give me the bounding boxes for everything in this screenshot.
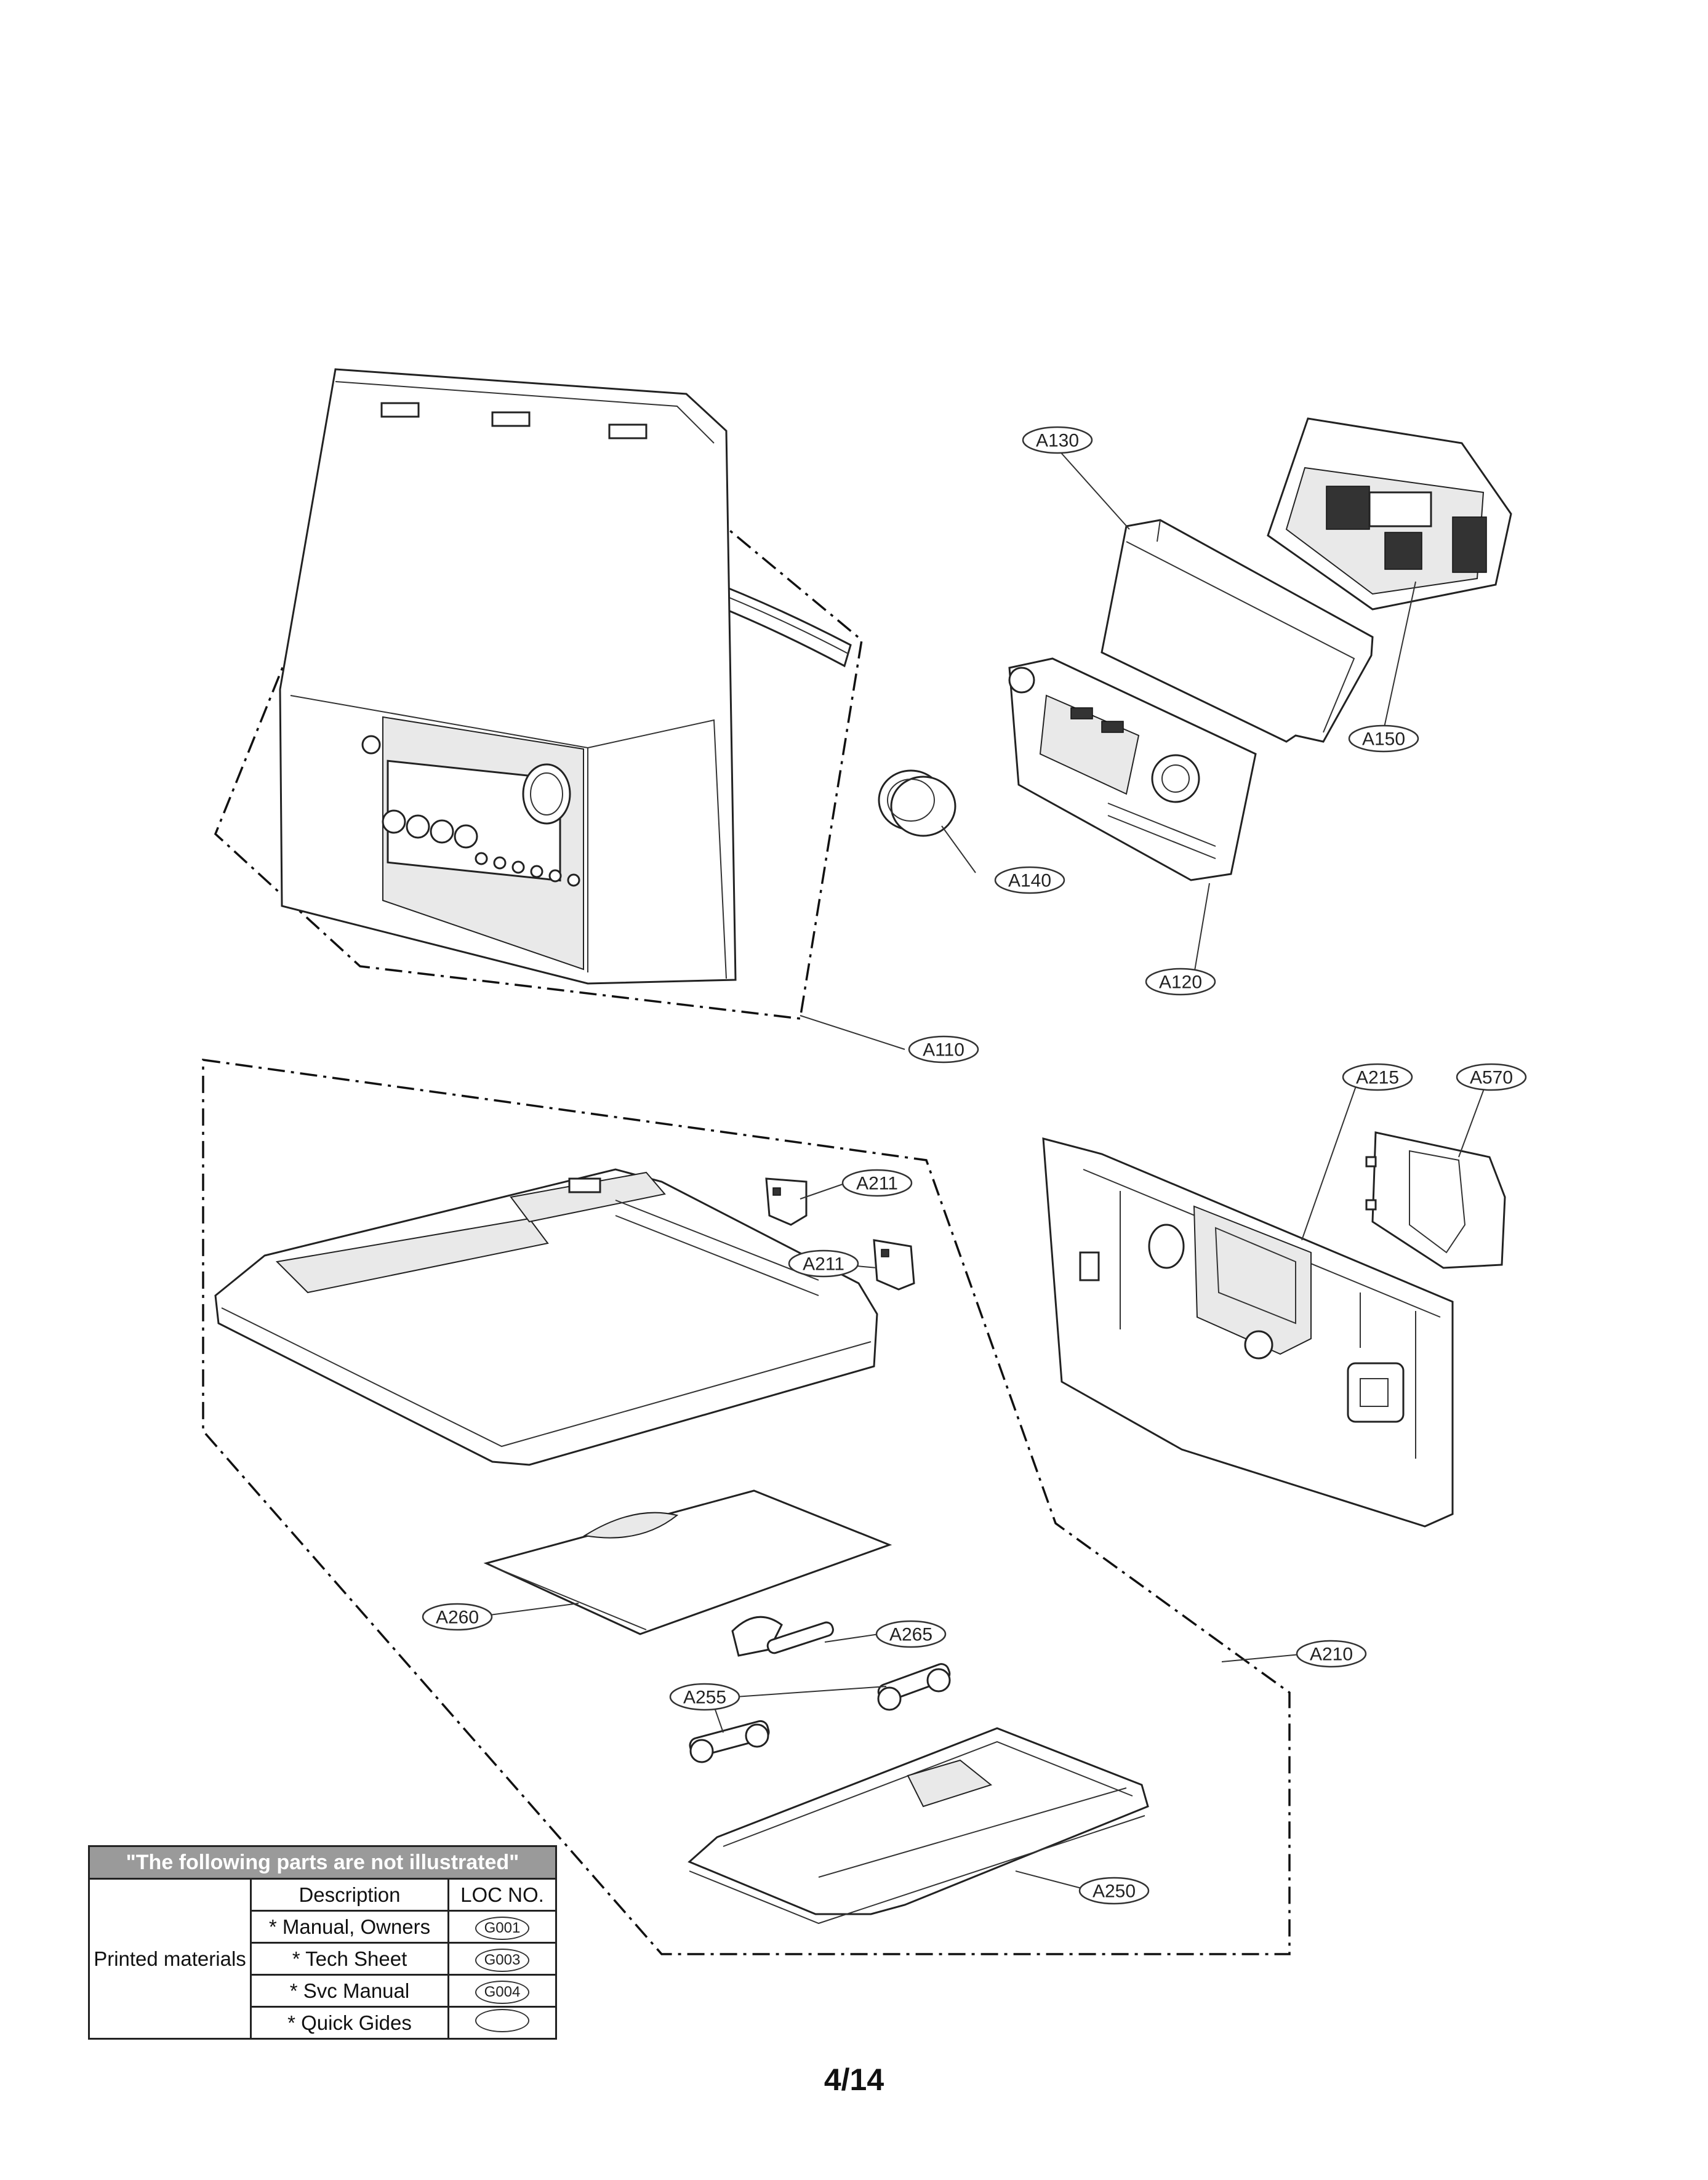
- callout-a215: A215: [1342, 1063, 1413, 1091]
- table-title: "The following parts are not illustrated…: [88, 1845, 557, 1880]
- svg-text:A215: A215: [1356, 1068, 1399, 1088]
- row-loc: G004: [475, 1980, 529, 2004]
- a570-cover-part: [1365, 1131, 1506, 1269]
- svg-text:A110: A110: [923, 1040, 964, 1060]
- svg-text:A250: A250: [1093, 1881, 1136, 1902]
- a150-housing-part: [1267, 417, 1512, 611]
- not-illustrated-parts-table: "The following parts are not illustrated…: [88, 1845, 557, 2040]
- callout-a210: A210: [1296, 1640, 1367, 1668]
- callout-a211-lower: A211: [788, 1249, 859, 1278]
- a211-hinge-upper-part: [765, 1177, 808, 1226]
- callout-a255: A255: [669, 1683, 740, 1711]
- a211-hinge-lower-part: [873, 1239, 915, 1291]
- a110-group-outline: [214, 451, 863, 1020]
- table-row: * Manual, Owners G001: [89, 1910, 557, 1944]
- a265-handle-part: [731, 1616, 834, 1657]
- column-header-loc: LOC NO.: [447, 1878, 557, 1912]
- svg-text:A255: A255: [683, 1688, 726, 1708]
- board-knob-shaft-icon: [1151, 754, 1200, 803]
- svg-text:A265: A265: [889, 1625, 932, 1645]
- table-row: * Quick Gides: [89, 2006, 557, 2040]
- callout-a250: A250: [1078, 1877, 1150, 1905]
- row-description: * Manual, Owners: [250, 1910, 449, 1944]
- callout-a130: A130: [1022, 426, 1093, 454]
- top-cover-part: [214, 1168, 878, 1466]
- callout-a265: A265: [875, 1620, 947, 1648]
- a130-pcb-cover-part: [1101, 519, 1374, 743]
- row-loc: G001: [475, 1916, 529, 1940]
- printed-materials-label: Printed materials: [88, 1878, 252, 2040]
- column-header-description: Description: [250, 1878, 449, 1912]
- a260-lid-panel-part: [483, 1489, 892, 1635]
- panel-indicator-icon: [361, 735, 381, 755]
- svg-text:A570: A570: [1470, 1068, 1513, 1088]
- table-row: * Svc Manual G004: [89, 1974, 557, 2008]
- svg-text:A140: A140: [1008, 871, 1051, 891]
- row-description: * Quick Gides: [250, 2006, 449, 2040]
- row-description: * Svc Manual: [250, 1974, 449, 2008]
- a255-hinge-pin-right-part: [877, 1663, 951, 1711]
- svg-text:A260: A260: [436, 1608, 479, 1628]
- a250-frame-part: [688, 1727, 1149, 1925]
- svg-text:A120: A120: [1159, 972, 1202, 993]
- plate-connector-icon: [1347, 1362, 1405, 1423]
- row-description: * Tech Sheet: [250, 1942, 449, 1976]
- a120-control-board-part: [1008, 657, 1257, 881]
- callout-a211-upper: A211: [841, 1169, 913, 1197]
- svg-text:A210: A210: [1310, 1645, 1353, 1665]
- svg-text:A211: A211: [803, 1254, 844, 1275]
- svg-text:A211: A211: [856, 1174, 898, 1194]
- callout-a110: A110: [908, 1035, 979, 1064]
- callout-a120: A120: [1145, 968, 1216, 996]
- a210-group-outline: [202, 1058, 1291, 1955]
- row-loc: [475, 2008, 529, 2032]
- row-loc: G003: [475, 1948, 529, 1972]
- table-row: * Tech Sheet G003: [89, 1942, 557, 1976]
- a140-knob-part: [878, 769, 956, 837]
- a255-hinge-pin-left-part: [689, 1720, 770, 1763]
- plate-port-icon: [1148, 1224, 1185, 1269]
- callout-a150: A150: [1348, 724, 1419, 753]
- a215-back-plate-part: [1042, 1137, 1454, 1528]
- control-panel-body-part: [279, 368, 737, 985]
- page-number: 4/14: [824, 2062, 884, 2097]
- callout-a260: A260: [422, 1603, 493, 1631]
- svg-text:A130: A130: [1036, 431, 1079, 451]
- callout-a140: A140: [994, 866, 1065, 894]
- svg-text:A150: A150: [1362, 729, 1405, 750]
- callout-a570: A570: [1456, 1063, 1527, 1091]
